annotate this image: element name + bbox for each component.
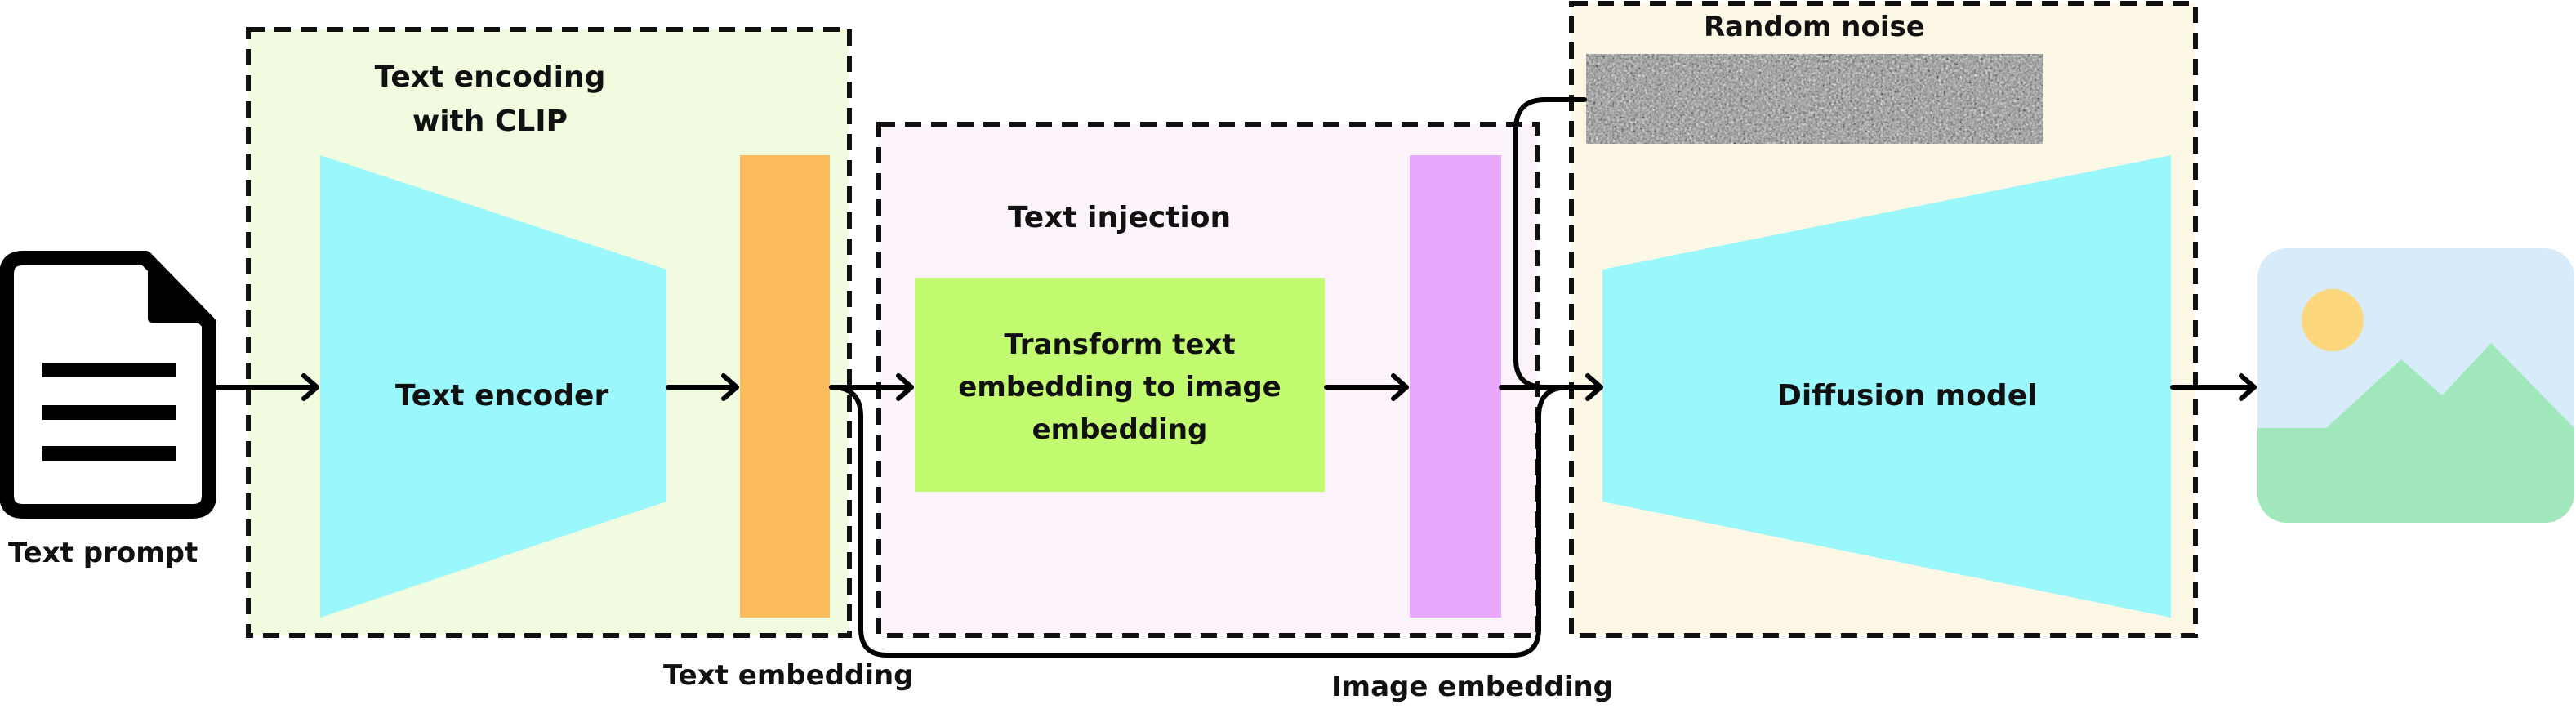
transform-line1: Transform text <box>1004 328 1236 361</box>
transform-line2: embedding to image <box>958 371 1281 404</box>
transform-label: Transform text embedding to image embedd… <box>915 323 1325 451</box>
text-encoder-label: Text encoder <box>395 379 609 412</box>
clip-title-line1: Text encoding <box>374 60 606 94</box>
transform-line3: embedding <box>1032 413 1208 446</box>
image-icon <box>2257 248 2574 523</box>
noise-image <box>1586 54 2043 144</box>
text-injection-label: Text injection <box>1008 201 1232 234</box>
text-embedding-label: Text embedding <box>663 659 914 692</box>
text-encoder-shape <box>320 155 666 618</box>
diffusion-model-label: Diffusion model <box>1777 379 2038 412</box>
transform-box <box>915 278 1325 492</box>
clip-panel-title: Text encoding with CLIP <box>359 56 621 144</box>
clip-title-line2: with CLIP <box>412 105 568 138</box>
text-embedding-bar <box>740 155 830 618</box>
document-icon <box>0 251 216 519</box>
random-noise-label: Random noise <box>1704 11 1925 43</box>
image-embedding-bar <box>1410 155 1501 618</box>
text-prompt-label: Text prompt <box>8 537 198 569</box>
connectors <box>829 97 1602 658</box>
image-embedding-label: Image embedding <box>1331 671 1614 703</box>
diffusion-model-shape <box>1602 155 2171 618</box>
